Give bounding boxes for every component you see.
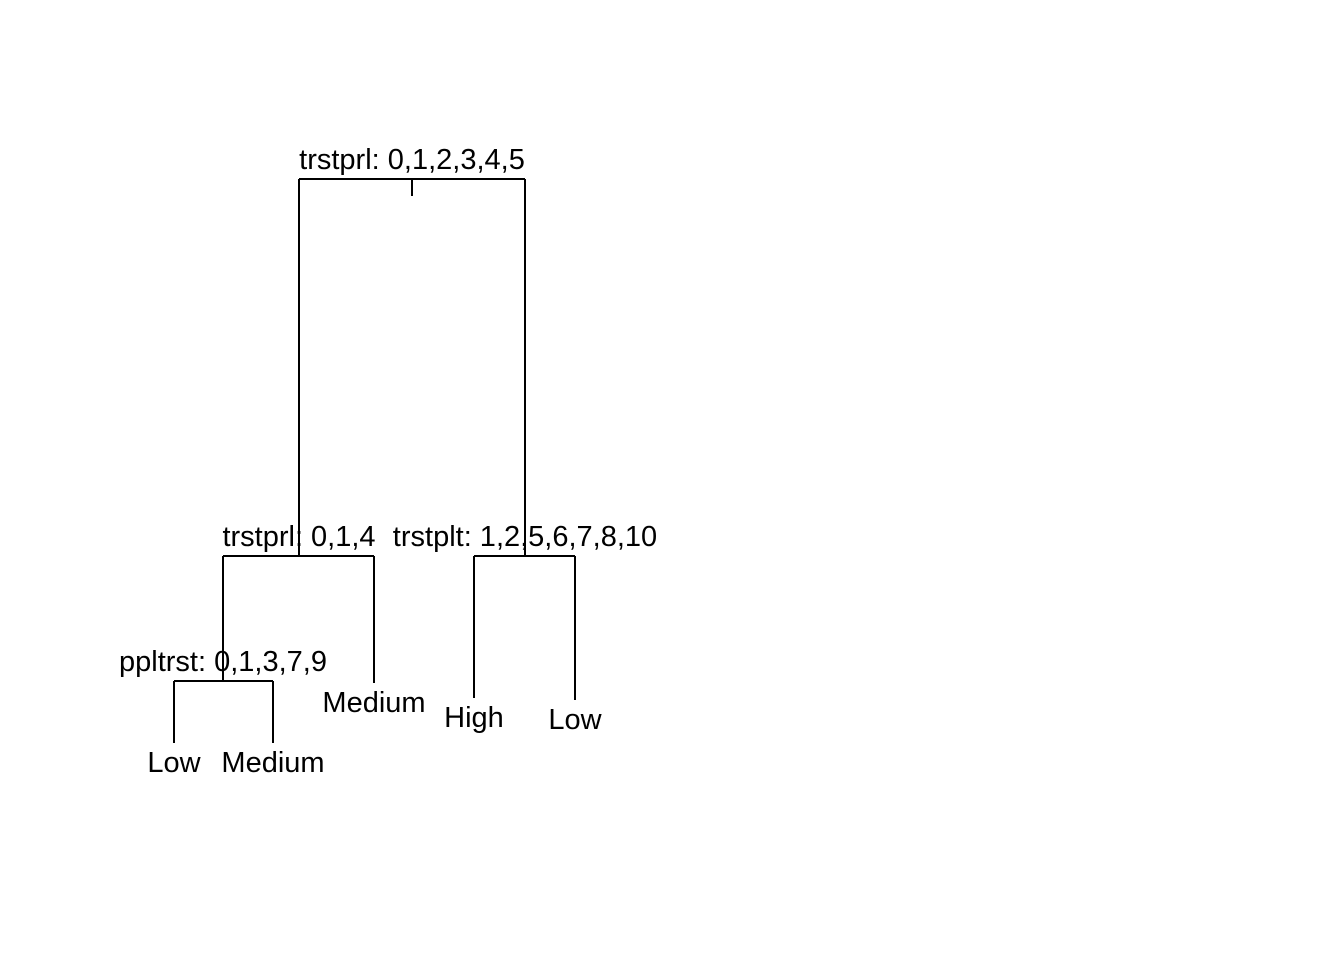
root-split-label: trstprl: 0,1,2,3,4,5	[299, 144, 525, 176]
leaf-low-left: Low	[147, 747, 201, 779]
left-node: trstprl: 0,1,4	[222, 521, 376, 683]
leaf-medium-center: Medium	[322, 687, 425, 719]
leaf-high: High	[444, 702, 504, 734]
left-left-node: ppltrst: 0,1,3,7,9	[119, 646, 327, 743]
leaf-medium-left: Medium	[221, 747, 324, 779]
root-node: trstprl: 0,1,2,3,4,5	[298, 144, 526, 556]
right-node-split-label: trstplt: 1,2,5,6,7,8,10	[393, 521, 657, 553]
left-node-split-label: trstprl: 0,1,4	[222, 521, 375, 553]
left-left-node-split-label: ppltrst: 0,1,3,7,9	[119, 646, 327, 678]
leaf-low-right: Low	[548, 704, 602, 736]
right-node: trstplt: 1,2,5,6,7,8,10	[393, 521, 657, 700]
